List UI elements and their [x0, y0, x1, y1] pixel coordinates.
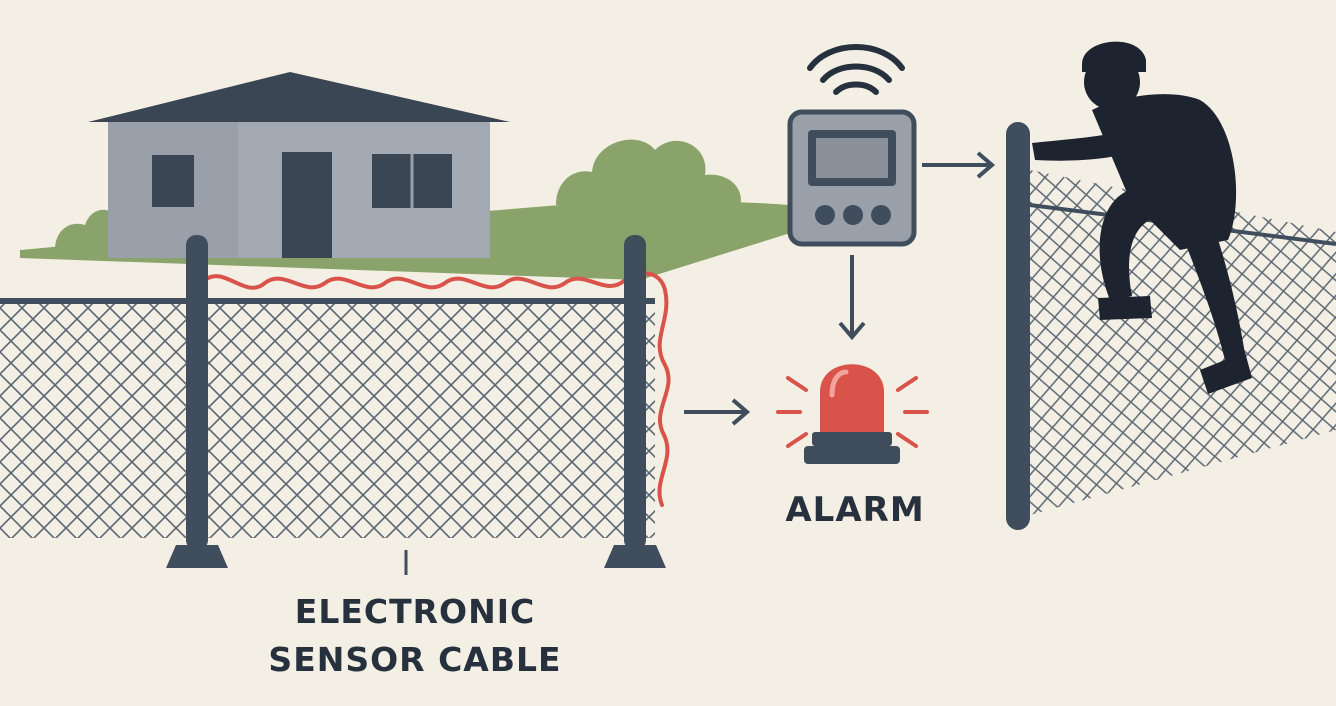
fence-post-left: [166, 235, 228, 568]
sensor-cable-label: ELECTRONIC SENSOR CABLE: [250, 588, 580, 684]
sensor-cable: [203, 271, 671, 507]
bush-icon: [55, 139, 741, 252]
fence-post-middle: [604, 235, 666, 568]
fence-mesh-left: [0, 302, 655, 538]
sensor-cable-label-line2: SENSOR CABLE: [268, 640, 562, 679]
intruder-icon: [1032, 41, 1252, 394]
alarm-siren-icon: [776, 364, 929, 464]
fence-post-right: [1006, 122, 1030, 530]
arrow-icon: [922, 151, 996, 179]
arrow-icon: [684, 398, 751, 426]
sensor-cable-label-line1: ELECTRONIC: [294, 592, 536, 631]
control-panel-icon: [787, 109, 917, 247]
arrow-icon: [838, 255, 866, 341]
alarm-label: ALARM: [785, 490, 925, 530]
wireless-signal-icon: [807, 44, 905, 95]
house-icon: [88, 72, 510, 258]
